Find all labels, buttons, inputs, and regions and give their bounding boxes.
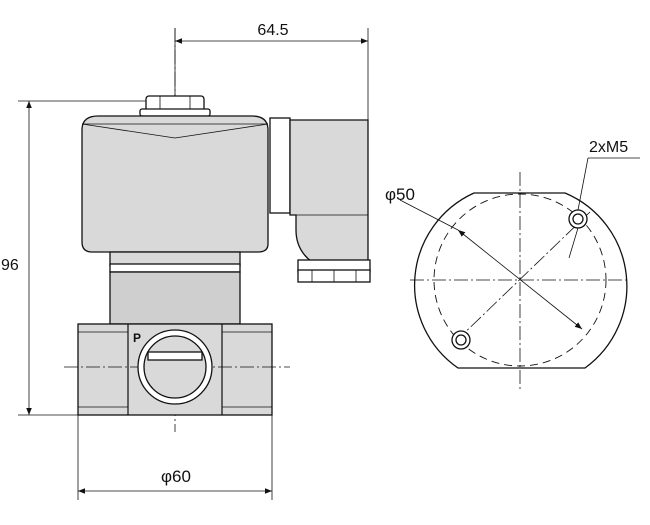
bolt-circle-label: φ50 — [385, 185, 415, 204]
valve-side-view: P — [64, 28, 371, 432]
bolt-hole-lower — [451, 330, 471, 350]
port-inner — [143, 335, 207, 399]
port-label: P — [133, 331, 141, 345]
dimension-bottom-width-label: φ60 — [161, 467, 191, 486]
thread-label: 2xM5 — [589, 139, 628, 156]
bolt-hole-upper — [568, 209, 588, 229]
valve-stem — [109, 251, 241, 325]
dimension-height-label: 96 — [1, 257, 19, 274]
top-nut — [139, 95, 211, 117]
dimension-height: 96 — [1, 100, 150, 416]
connector-plug — [269, 117, 371, 283]
valve-body: P — [64, 323, 290, 416]
flange-view: φ50 2xM5 — [385, 139, 640, 390]
dimension-top-width-label: 64.5 — [257, 22, 288, 39]
dimension-bottom-width: φ60 — [77, 415, 273, 500]
coil-housing — [81, 115, 269, 253]
